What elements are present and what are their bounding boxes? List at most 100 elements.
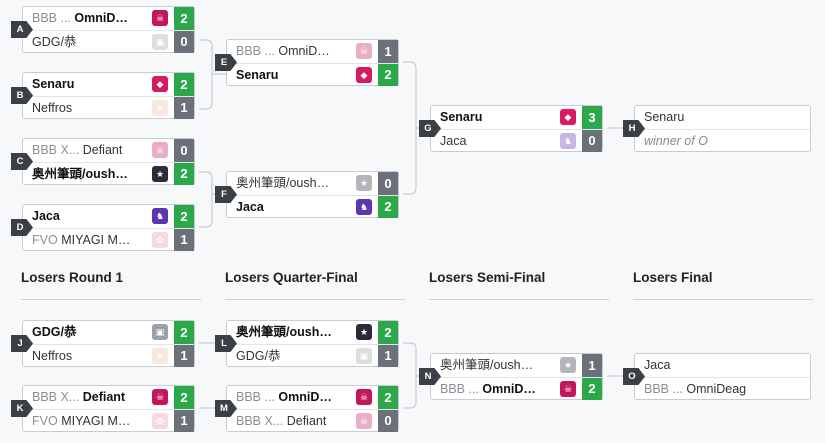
score-box: 2	[174, 7, 194, 30]
pink-flower-icon: ✿	[152, 232, 168, 248]
participant-row[interactable]: Jaca♞2	[23, 205, 194, 228]
participant-row[interactable]: BBB ... OmniDeag	[635, 377, 810, 400]
participant-row[interactable]: GDG/恭▣0	[23, 30, 194, 53]
participant-name: BBB X... Defiant	[32, 139, 132, 162]
pink-mask-icon: ◆	[560, 109, 576, 125]
match-label-badge: N	[419, 368, 441, 385]
participant-row[interactable]: BBB ... OmniDeag☠2	[227, 386, 398, 409]
participant-row[interactable]: Neffros●1	[23, 344, 194, 367]
match-label-badge: A	[11, 21, 33, 38]
score-box: 2	[174, 205, 194, 228]
score-box: 2	[582, 378, 602, 400]
player-name: Defiant	[82, 390, 126, 404]
participant-name: BBB ... OmniDeag	[644, 378, 748, 400]
participant-row[interactable]: BBB X... Defiant☠2	[23, 386, 194, 409]
participant-name: 奥州筆頭/oushuu-...	[236, 321, 336, 344]
team-tag: BBB ...	[236, 44, 275, 58]
participant-row[interactable]: BBB ... OmniDeag☠2	[23, 7, 194, 30]
participant-name: Jaca	[32, 205, 132, 228]
score-box: 2	[174, 163, 194, 185]
player-name: Neffros	[32, 101, 73, 115]
player-name: OmniDeag	[74, 11, 132, 25]
player-name: Defiant	[82, 143, 123, 157]
participant-row[interactable]: 奥州筆頭/oushuu-h... ★ 0	[227, 172, 398, 195]
header-losers-quarter-final: Losers Quarter-Final	[225, 270, 405, 300]
pink-skull-icon: ☠	[152, 389, 168, 405]
team-tag: FVO	[32, 233, 58, 247]
participant-name: 奥州筆頭/oushuu-...	[32, 163, 132, 185]
participant-name: GDG/恭	[32, 31, 132, 53]
participant-row[interactable]: Neffros●1	[23, 96, 194, 119]
participant-row[interactable]: 奥州筆頭/oushuu-... ★ 2	[23, 162, 194, 185]
peach-face-icon: ●	[152, 100, 168, 116]
participant-row[interactable]: BBB X... Defiant☠0	[23, 139, 194, 162]
team-tag: BBB ...	[644, 382, 683, 396]
score-box: 2	[378, 64, 398, 86]
participant-name: GDG/恭	[32, 321, 132, 344]
player-name: 奥州筆頭/oushuu-h...	[236, 176, 336, 190]
team-tag: BBB X...	[32, 390, 80, 404]
match-label-badge: M	[215, 400, 237, 417]
score-box: 1	[582, 354, 602, 377]
dark-ninja-icon: ★	[560, 357, 576, 373]
participant-row[interactable]: winner of O	[635, 129, 810, 152]
score-box: 0	[378, 172, 398, 195]
match-label-badge: K	[11, 400, 33, 417]
dark-ninja-icon: ★	[152, 166, 168, 182]
participant-row[interactable]: Senaru◆3	[431, 106, 602, 129]
player-name: Senaru	[32, 77, 75, 91]
match-label-badge: L	[215, 335, 237, 352]
player-name: Senaru	[644, 110, 685, 124]
participant-row[interactable]: Senaru◆2	[23, 73, 194, 96]
participant-row[interactable]: GDG/恭▣1	[227, 344, 398, 367]
participant-row[interactable]: Jaca	[635, 354, 810, 377]
participant-name: Jaca	[236, 196, 336, 218]
team-tag: BBB ...	[440, 382, 479, 396]
participant-name: FVO MIYAGI Muteki	[32, 410, 132, 432]
participant-row[interactable]: GDG/恭 ▣ 2	[23, 321, 194, 344]
player-name: GDG/恭	[236, 349, 281, 363]
participant-row[interactable]: Senaru◆2	[227, 63, 398, 86]
player-name: Jaca	[440, 134, 467, 148]
dark-ninja-icon: ★	[356, 175, 372, 191]
participant-name: BBB X... Defiant	[32, 386, 132, 409]
participant-row[interactable]: FVO MIYAGI Muteki✿1	[23, 409, 194, 432]
participant-name: FVO MIYAGI Mut...	[32, 229, 132, 251]
pink-skull-icon: ☠	[560, 381, 576, 397]
score-box: 2	[174, 321, 194, 344]
participant-row[interactable]: FVO MIYAGI Mut... ✿ 1	[23, 228, 194, 251]
player-name: MIYAGI Mut...	[61, 233, 132, 247]
participant-row[interactable]: BBB ... OmniDeag☠1	[227, 40, 398, 63]
participant-row[interactable]: BBB ... OmniDeag☠2	[431, 377, 602, 400]
participant-row[interactable]: BBB X... Defiant☠0	[227, 409, 398, 432]
participant-name: GDG/恭	[236, 345, 336, 367]
score-box: 0	[174, 31, 194, 53]
participant-row[interactable]: Jaca♞2	[227, 195, 398, 218]
match-H[interactable]: Senaru winner of O	[634, 105, 811, 152]
participant-row[interactable]: 奥州筆頭/oushuu-h...★1	[431, 354, 602, 377]
grey-cube-icon: ▣	[152, 324, 168, 340]
match-label-badge: C	[11, 153, 33, 170]
grey-cube-icon: ▣	[356, 348, 372, 364]
participant-name: Senaru	[440, 106, 540, 129]
score-box: 1	[174, 229, 194, 251]
player-name: Defiant	[286, 414, 327, 428]
participant-row[interactable]: Senaru	[635, 106, 810, 129]
player-name: Jaca	[644, 358, 671, 372]
participant-row[interactable]: Jaca♞0	[431, 129, 602, 152]
score-box: 2	[378, 196, 398, 218]
participant-row[interactable]: 奥州筆頭/oushuu-...★2	[227, 321, 398, 344]
